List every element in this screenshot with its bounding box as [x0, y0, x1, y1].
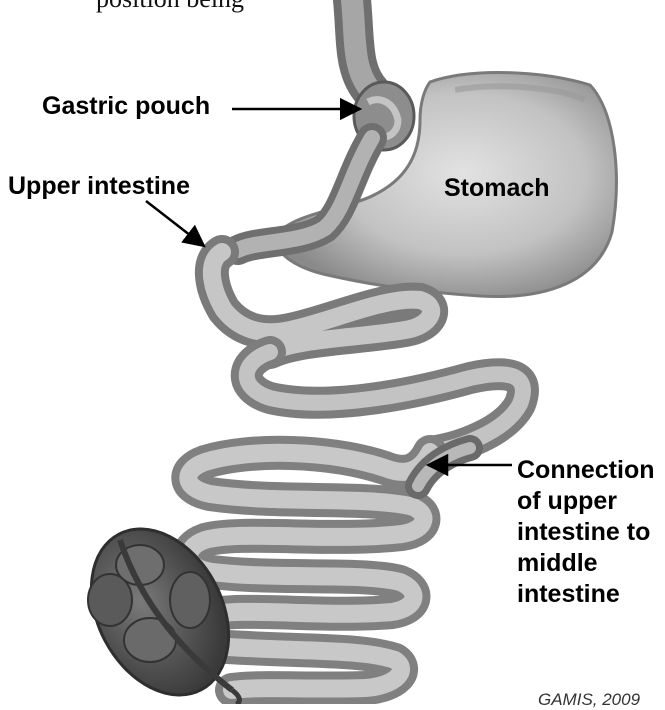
intestine-loops [188, 352, 523, 690]
label-connection: Connection of upper intestine to middle … [517, 455, 655, 610]
label-stomach: Stomach [444, 173, 550, 204]
label-connection-line-2: of upper [517, 486, 655, 517]
label-connection-line-3: intestine to [517, 517, 655, 548]
label-gastric-pouch: Gastric pouch [42, 91, 210, 122]
label-connection-line-5: intestine [517, 579, 655, 610]
label-upper-intestine: Upper intestine [8, 171, 190, 202]
esophagus [352, 0, 372, 92]
image-credit: GAMIS, 2009 [538, 690, 640, 710]
label-connection-line-4: middle [517, 548, 655, 579]
arrow-upper-intestine [146, 201, 204, 246]
label-connection-line-1: Connection [517, 455, 655, 486]
